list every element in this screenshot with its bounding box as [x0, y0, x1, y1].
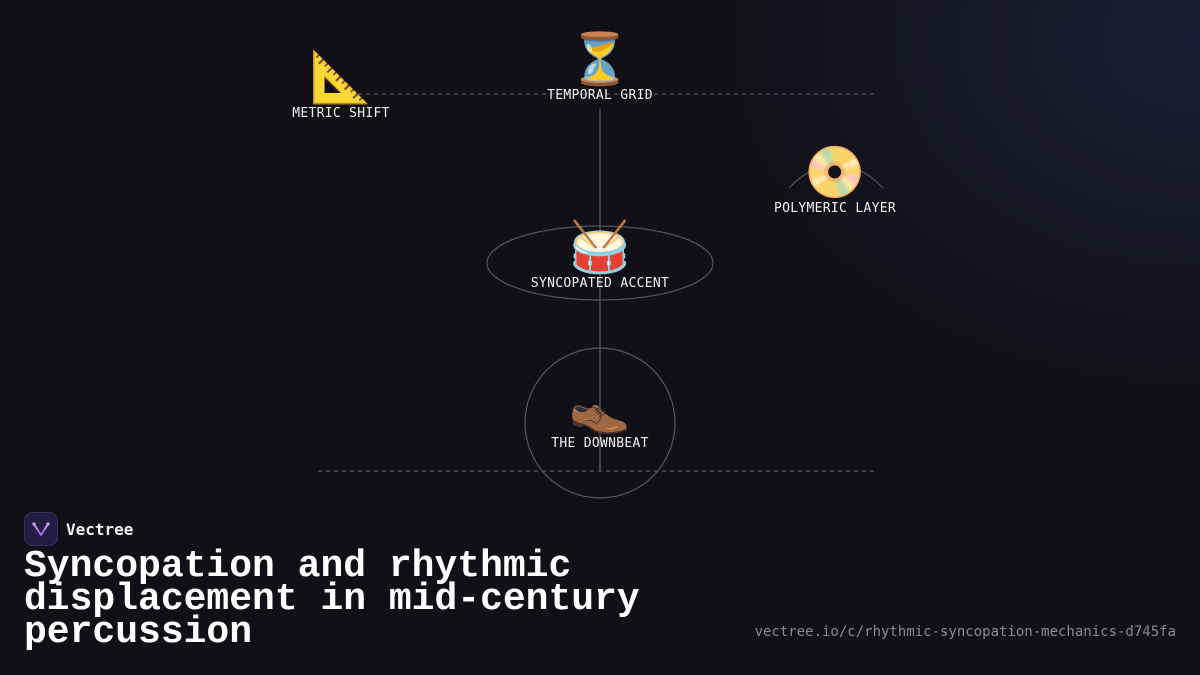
- accent-orbit-ellipse: [486, 225, 714, 301]
- node-temporal-grid: ⏳ TEMPORAL GRID: [500, 30, 700, 103]
- source-url: vectree.io/c/rhythmic-syncopation-mechan…: [754, 624, 1176, 640]
- brand: Vectree: [24, 512, 133, 546]
- node-label: THE DOWNBEAT: [551, 436, 649, 451]
- node-polymeric-layer: 📀 POLYMERIC LAYER: [735, 143, 935, 216]
- node-label: METRIC SHIFT: [292, 106, 390, 121]
- node-the-downbeat: 👞 THE DOWNBEAT: [500, 378, 700, 451]
- node-label: SYNCOPATED ACCENT: [530, 276, 670, 291]
- node-label: POLYMERIC LAYER: [774, 201, 896, 216]
- drum-icon: 🥁: [568, 218, 632, 276]
- vectree-logo-icon: [24, 512, 58, 546]
- node-label: TEMPORAL GRID: [547, 88, 653, 103]
- page-title: Syncopation and rhythmic displacement in…: [24, 545, 640, 654]
- disc-icon: 📀: [803, 143, 867, 201]
- node-syncopated-accent: 🥁 SYNCOPATED ACCENT: [500, 218, 700, 291]
- brand-name: Vectree: [66, 519, 134, 539]
- shoe-icon: 👞: [568, 378, 632, 436]
- polymeric-arc: [788, 163, 884, 189]
- hourglass-icon: ⏳: [568, 30, 632, 88]
- triangular-ruler-icon: 📐: [309, 48, 373, 106]
- node-metric-shift: 📐 METRIC SHIFT: [241, 48, 441, 121]
- downbeat-circle: [524, 347, 676, 499]
